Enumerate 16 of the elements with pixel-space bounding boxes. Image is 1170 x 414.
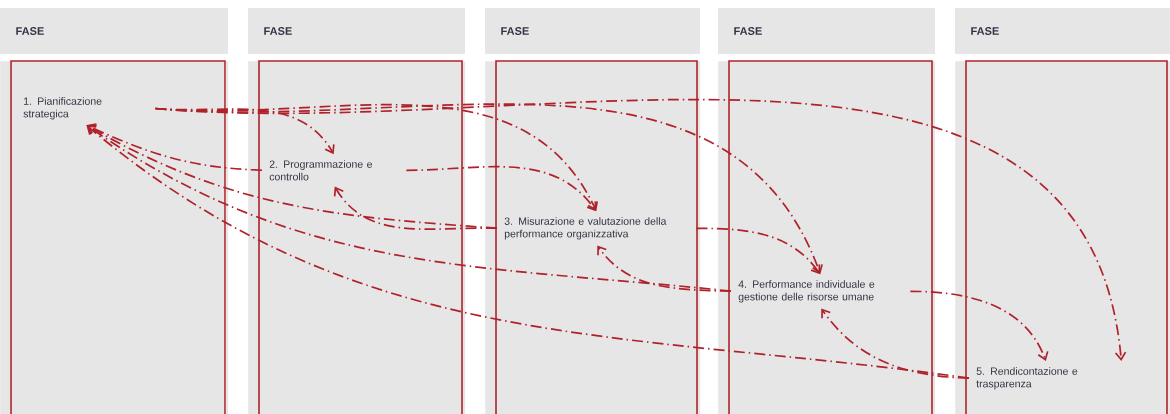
phase-label: 3. Misurazione e valutazione della performance organizzativa (504, 217, 667, 240)
phase-label: 4. Performance individuale e gestione delle risorse umane (738, 280, 875, 303)
phase-label: 5. Rendicontazione e trasparenza (976, 367, 1078, 390)
node-label: FASE (971, 27, 999, 35)
phase-label: 2. Programmazione e controllo (269, 160, 372, 181)
arrow (909, 290, 1049, 362)
node-label: FASE (501, 27, 529, 35)
arrow (86, 125, 732, 292)
arrow (695, 227, 821, 275)
arrow (86, 125, 970, 379)
arrow (154, 98, 1127, 361)
node-label: FASE (16, 27, 44, 35)
node-label: FASE (264, 27, 292, 35)
phase-label: 1. Pianificazione strategica (23, 97, 102, 120)
node-label: FASE (734, 27, 762, 35)
arrow (405, 165, 597, 212)
